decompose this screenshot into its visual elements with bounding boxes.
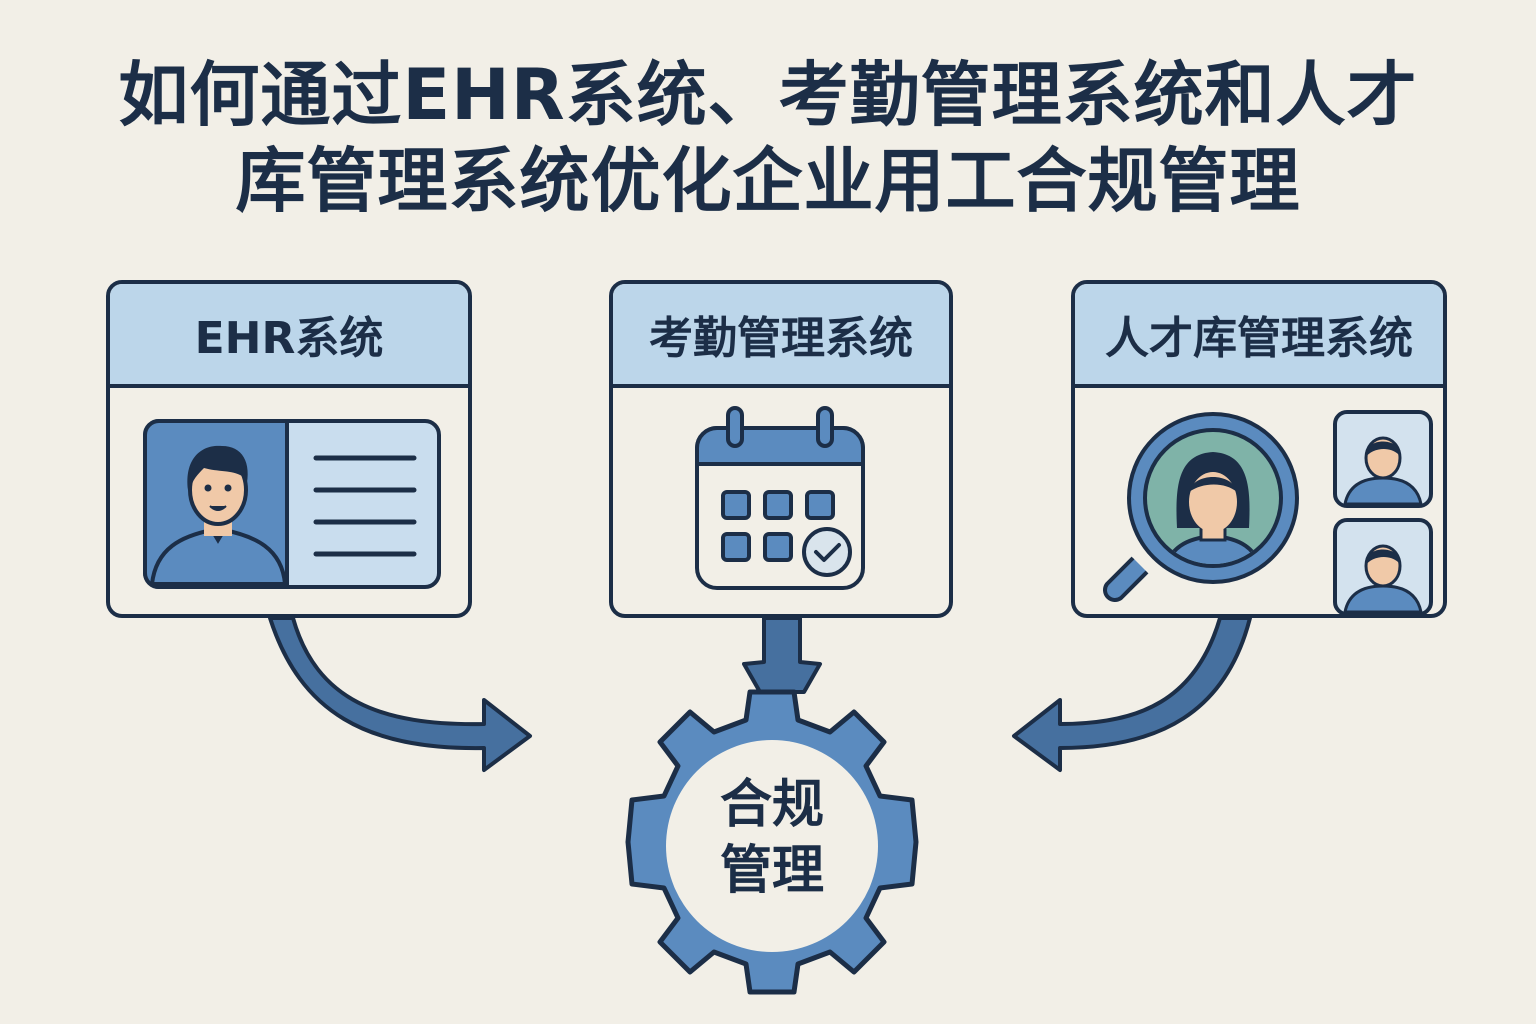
connector-attendance-to-compliance-icon: [742, 616, 822, 694]
talent-search-icon: [1103, 410, 1433, 614]
title-line-1: 如何通过EHR系统、考勤管理系统和人才: [118, 54, 1418, 136]
title-line-2: 库管理系统优化企业用工合规管理: [235, 140, 1301, 222]
talent-card-header: 人才库管理系统: [1075, 284, 1443, 388]
center-label-line-1: 合规: [719, 775, 824, 835]
center-label-line-2: 管理: [719, 841, 824, 901]
arrow-ehr-to-compliance-icon: [268, 616, 532, 772]
employee-profile-card-icon: [143, 419, 441, 589]
candidate-thumbnail-2: [1333, 518, 1433, 614]
talent-pool-system-card: 人才库管理系统: [1071, 280, 1447, 618]
gear-icon: [625, 689, 919, 995]
arrow-talent-to-compliance-icon: [1012, 616, 1252, 772]
attendance-card-body: [613, 388, 949, 614]
candidate-thumbnail-1: [1333, 410, 1433, 508]
attendance-system-card: 考勤管理系统: [609, 280, 953, 618]
attendance-card-header: 考勤管理系统: [613, 284, 949, 388]
ehr-system-card: EHR系统: [106, 280, 472, 618]
ehr-card-header: EHR系统: [110, 284, 468, 388]
page-title: 如何通过EHR系统、考勤管理系统和人才 库管理系统优化企业用工合规管理: [0, 52, 1536, 224]
compliance-management-label: 合规 管理: [672, 772, 872, 904]
calendar-check-icon: [695, 406, 865, 590]
ehr-card-body: [110, 388, 468, 614]
talent-card-body: [1075, 388, 1443, 614]
